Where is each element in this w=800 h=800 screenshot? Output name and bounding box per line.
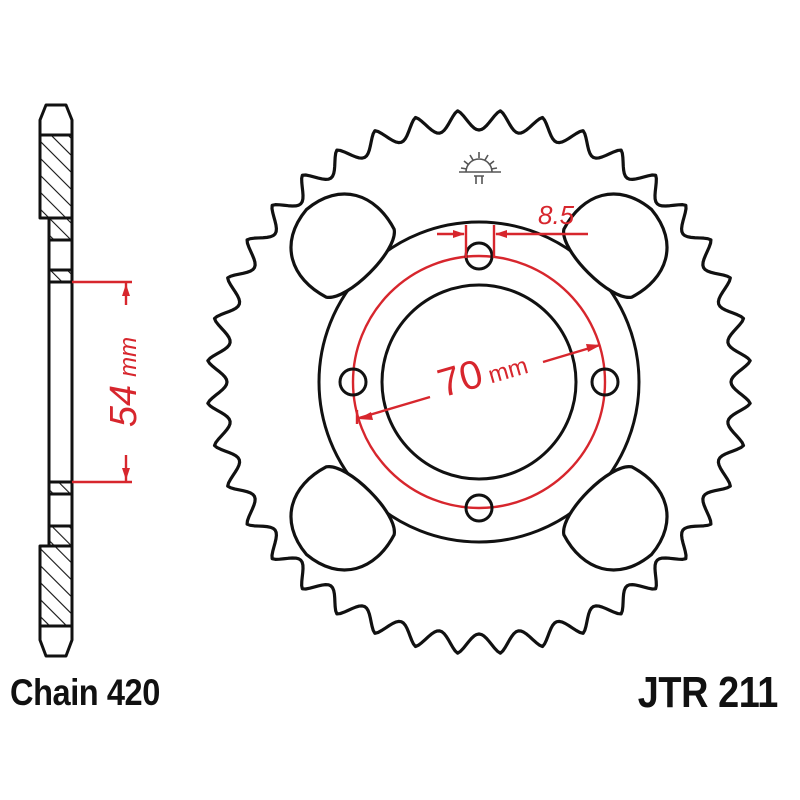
hub-outline — [317, 220, 641, 544]
bolt-hole-right — [590, 367, 620, 397]
bolt-hole-dimension-8-5 — [437, 225, 588, 258]
side-hub-bore — [47, 280, 74, 484]
side-hub-top-hatch — [47, 268, 74, 284]
side-lower-blank — [47, 492, 74, 528]
bolt-circle-line — [351, 254, 607, 510]
bolt-hole-bottom — [464, 493, 494, 523]
side-upper-hatch-wide — [38, 133, 74, 220]
side-hub-bottom-hatch — [47, 480, 74, 496]
side-profile-view — [38, 103, 74, 658]
chain-size-label: Chain 420 — [10, 672, 160, 713]
bolt-circle-dimension-70mm — [355, 343, 601, 424]
side-bottom-tooth-tip — [38, 624, 74, 658]
center-bore — [380, 283, 578, 481]
bolt-hole-left — [338, 367, 368, 397]
side-top-tooth-tip — [38, 103, 74, 137]
side-dimension-54mm — [72, 280, 132, 484]
sunrise-logo-icon — [459, 152, 501, 184]
sprocket-front-view — [206, 109, 752, 655]
side-dimension-label: 54mm — [103, 337, 145, 427]
part-number-label: JTR 211 — [637, 668, 778, 717]
side-upper-blank — [47, 238, 74, 272]
side-upper-hatch-narrow — [47, 216, 74, 242]
side-lower-hatch-narrow — [47, 524, 74, 548]
bolt-hole-dimension-label: 8.5 — [538, 200, 575, 230]
side-lower-hatch-wide — [38, 544, 74, 628]
